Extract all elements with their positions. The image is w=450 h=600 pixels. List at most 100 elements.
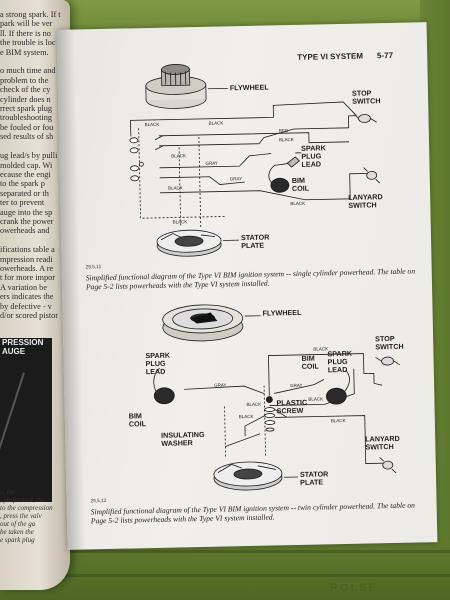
label-spark-plug-lead-left-2: SPARK PLUG LEAD <box>145 350 171 377</box>
stator-plate-1 <box>156 229 222 257</box>
label-stator-plate-1: STATOR PLATE <box>240 232 270 251</box>
black-wire-lower <box>244 415 265 437</box>
left-page-line: d/or scored pistor <box>0 311 59 320</box>
left-page-line: be fouled or fou <box>0 122 54 132</box>
label-flywheel-2: FLYWHEEL <box>262 307 302 318</box>
black-wire-lanyard-2 <box>274 415 384 464</box>
left-page-line: ug lead/s by pulli <box>0 151 58 161</box>
label-bim-coil-left-2: BIM COIL <box>128 411 147 429</box>
left-page-bottom-line: e, the <box>0 488 16 496</box>
stator-plate-2 <box>213 461 283 491</box>
left-page-line: check of the cy <box>0 85 51 95</box>
figure-number-2: 29,5,12 <box>90 498 107 505</box>
left-page-line <box>0 142 66 151</box>
left-page-line: ll. If there is no <box>0 28 51 38</box>
stop-switch-2 <box>375 356 400 366</box>
stop-wire-2 <box>363 372 383 386</box>
flywheel-drawing-1 <box>145 64 207 109</box>
left-page-line <box>0 57 66 66</box>
red-wire <box>158 132 350 144</box>
wire-label: BLACK <box>208 120 224 126</box>
left-page-line: auge into the sp <box>0 207 53 217</box>
left-page-line: separated or th <box>0 188 49 198</box>
terminal-stack-2 <box>264 396 276 432</box>
green-plastic-bottom <box>0 540 450 600</box>
left-page-line: mpression readi <box>0 254 53 264</box>
wire-label: GRAY <box>205 160 218 166</box>
left-page-bottom-line: to the compression <box>0 504 53 512</box>
left-page-line: ter to prevent <box>0 198 45 208</box>
label-spark-plug-lead-right-2: SPARK PLUG LEAD <box>327 348 353 375</box>
wire-label: BLACK <box>308 396 324 402</box>
left-page-line: owerheads and <box>0 226 50 236</box>
flywheel-drawing-2 <box>162 304 244 342</box>
label-insulating-washer-2: INSULATING WASHER <box>161 429 205 448</box>
left-page-bottom-line: , press the valv <box>0 512 42 520</box>
black-wire-top <box>130 101 357 137</box>
lanyard-switch-2 <box>379 456 397 474</box>
plastic-ridge <box>0 550 450 553</box>
wire-label: BLACK <box>290 200 306 207</box>
left-page-line: troubleshooting <box>0 113 53 123</box>
left-page-bottom-line: out of the ga <box>0 520 36 528</box>
left-page-line: molded cap. Wi <box>0 160 53 170</box>
gray-wire-2b <box>274 379 325 394</box>
label-lanyard-switch-1: LANYARD SWITCH <box>348 192 383 210</box>
left-page-bottom-line: e spark plug <box>0 536 35 544</box>
wire-label: BLACK <box>171 153 187 159</box>
left-page-line: rrect spark plug <box>0 104 53 114</box>
washer-leader-2 <box>225 433 261 447</box>
left-page-line: ers indicates the <box>0 292 54 302</box>
left-page-line: cylinder does n <box>0 94 51 104</box>
left-page-bottom-line <box>0 480 64 488</box>
wire-label: BLACK <box>278 136 294 143</box>
label-bim-coil-1: BIM COIL <box>291 175 310 194</box>
dashed-wire-3 <box>198 136 202 227</box>
wiring-diagrams <box>129 64 400 491</box>
wire-label: GRAY <box>290 382 303 389</box>
left-page-line <box>0 236 66 245</box>
left-page-line: ecause the engi <box>0 169 51 179</box>
label-plastic-screw-2: PLASTIC SCREW <box>276 397 308 416</box>
label-lanyard-switch-2: LANYARD SWITCH <box>365 433 400 452</box>
label-bim-coil-center-2: BIM COIL <box>301 353 319 371</box>
label-stator-plate-2: STATOR PLATE <box>299 469 329 487</box>
wire-label: GRAY <box>229 176 243 182</box>
plastic-ridge <box>0 574 450 577</box>
wire-label: GRAY <box>214 382 227 388</box>
wire-label: BLACK <box>167 185 183 191</box>
left-page-line: e BIM system. <box>0 47 49 57</box>
dashed-wire-2b <box>224 406 226 457</box>
left-page-line: by defective - v <box>0 301 52 311</box>
dashed-wire-2a <box>263 385 266 456</box>
label-spark-plug-lead-1: SPARK PLUG LEAD <box>301 143 326 169</box>
left-page-line: t for more impor <box>0 273 56 283</box>
gauge-photo-label: PRESSION AUGE <box>2 338 44 356</box>
black-wire-lanyard <box>160 173 370 201</box>
lanyard-switch-1 <box>363 167 381 184</box>
stop-switch-1 <box>354 113 377 123</box>
label-stop-switch-2: STOP SWITCH <box>375 333 404 352</box>
black-wire-mid <box>159 127 349 147</box>
wire-label: BLACK <box>172 219 188 225</box>
left-page-line: sed results of sh <box>0 132 54 142</box>
label-flywheel-1: FLYWHEEL <box>229 82 269 93</box>
left-page-line: ifications table a <box>0 245 55 255</box>
left-page-line: park will be ver <box>0 19 53 29</box>
left-page-bottom-line: be taken the <box>0 528 34 536</box>
black-wire-dashed-1 <box>138 128 226 219</box>
wire-label: BLACK <box>144 121 160 128</box>
left-page-line: o much time and <box>0 66 56 76</box>
dashed-wire-2 <box>178 147 182 228</box>
left-page-line: A variation be <box>0 282 48 292</box>
left-page-line: the trouble is loc <box>0 38 56 48</box>
figure-number-1: 29,5,11 <box>85 265 102 271</box>
wire-label: BLACK <box>246 401 262 408</box>
bim-coil-center-2 <box>325 369 350 405</box>
gray-wire-2a <box>184 385 265 395</box>
bim-coil-left-2 <box>153 367 175 405</box>
spark-plug-cap-1 <box>286 156 301 168</box>
